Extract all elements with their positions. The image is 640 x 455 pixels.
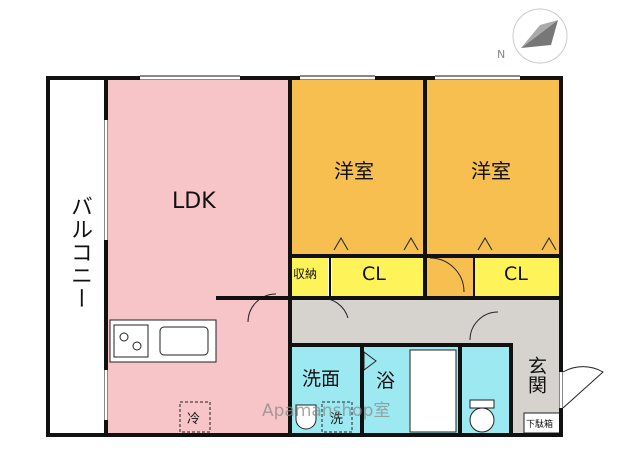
bathtub xyxy=(409,349,457,433)
western-room-1 xyxy=(290,78,423,256)
hallway xyxy=(290,298,561,345)
ldk-room xyxy=(106,78,290,435)
shoe-cabinet-label: 下駄箱 xyxy=(526,420,554,430)
bath-label: 浴 xyxy=(376,370,396,392)
compass-north-label: N xyxy=(497,48,505,61)
western-room-1-label: 洋室 xyxy=(334,159,374,183)
western-room-2-label: 洋室 xyxy=(471,159,511,183)
balcony-label: バルコニー xyxy=(67,195,92,310)
entrance-label: 玄関 xyxy=(525,356,547,394)
storage-label: 収納 xyxy=(293,267,318,281)
ldk-label: LDK xyxy=(172,189,216,214)
closet-1-label: CL xyxy=(362,263,386,285)
washing-machine-label: 洗 xyxy=(330,412,344,427)
washroom-label: 洗面 xyxy=(302,368,341,390)
watermark: Apamanshop室 xyxy=(262,401,391,421)
closet-1 xyxy=(332,256,423,296)
storage xyxy=(290,256,328,296)
refrigerator-label: 冷 xyxy=(187,412,201,427)
compass-icon xyxy=(512,8,568,64)
closet-2 xyxy=(475,256,561,296)
washing-machine xyxy=(321,401,353,433)
closet-2-label: CL xyxy=(504,263,528,285)
western-room-2 xyxy=(427,78,561,256)
kitchen-counter xyxy=(109,319,217,363)
balcony xyxy=(48,78,106,435)
refrigerator xyxy=(179,401,211,433)
